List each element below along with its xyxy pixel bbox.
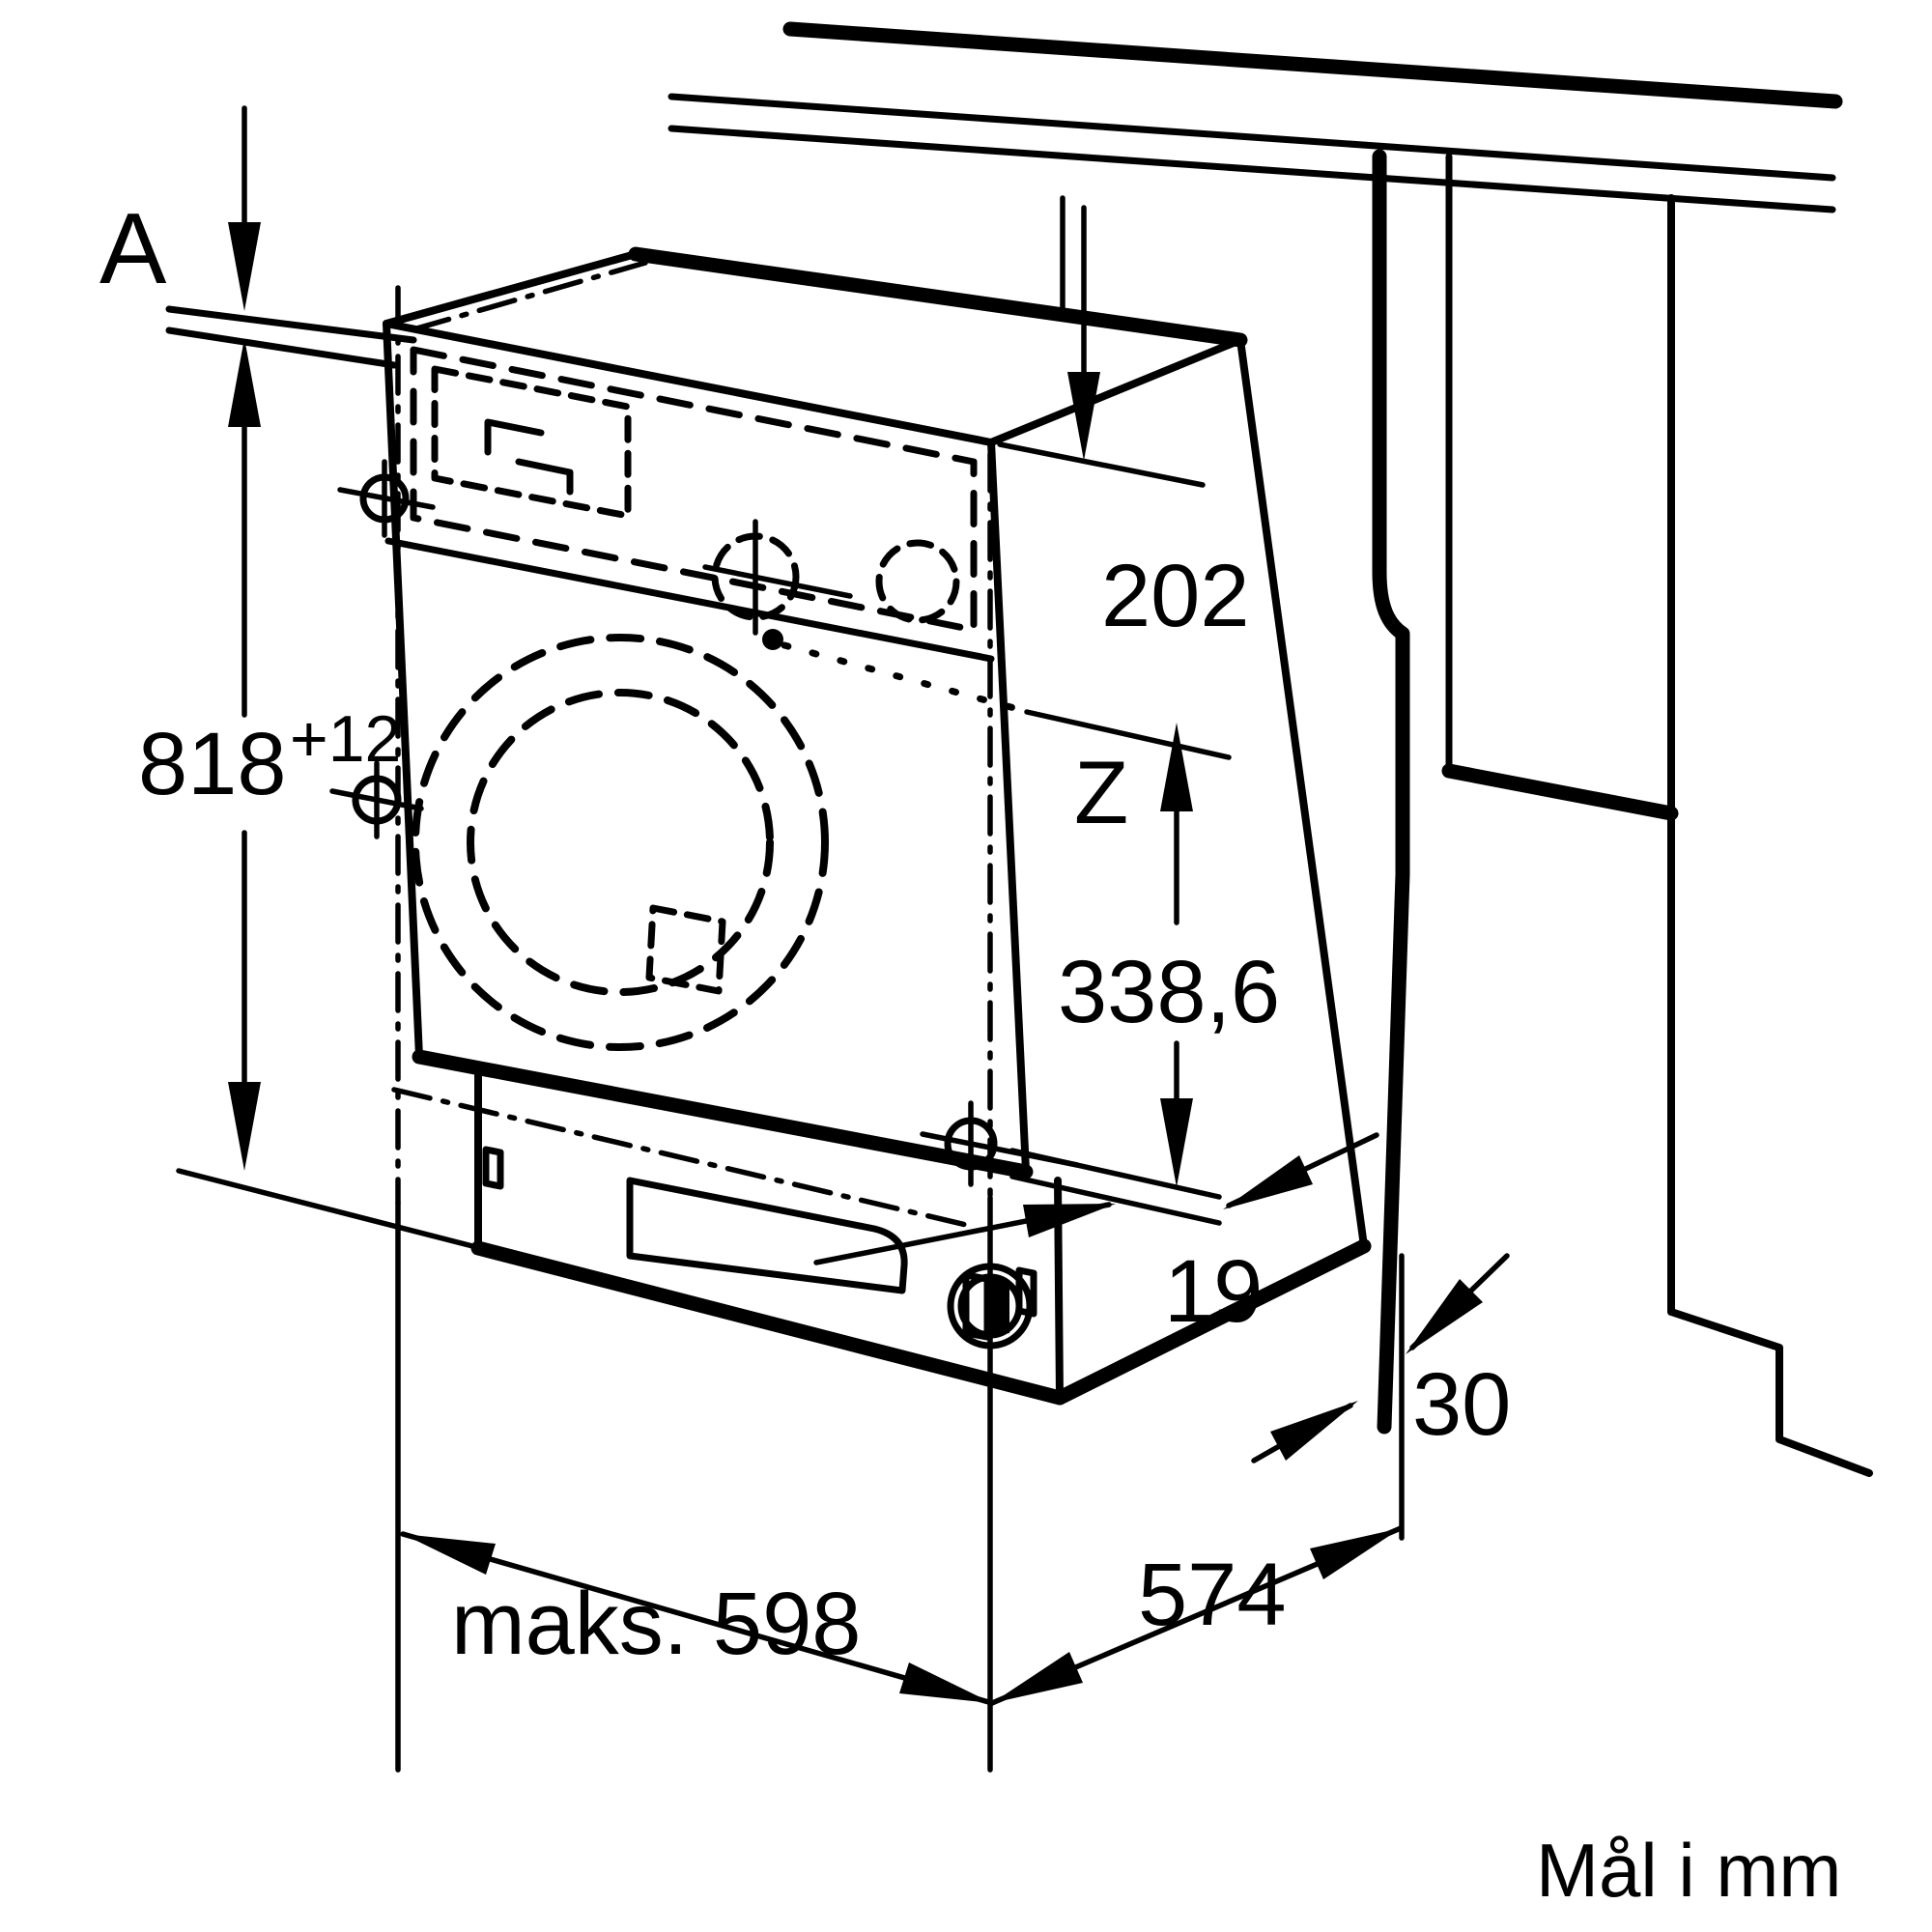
screw-cross-h [337, 487, 436, 510]
display-detail-1 [484, 418, 545, 456]
control-panel [384, 346, 995, 663]
hinge-arrowhead-down [1160, 1098, 1193, 1187]
dim-818: 818 [138, 715, 287, 813]
machine-top-rear-edge [628, 246, 1248, 348]
axis-lines [395, 195, 1405, 1773]
dim-19: 19 [1164, 1242, 1263, 1341]
niche-right-wall [1667, 194, 1873, 1477]
dimension-front-gap-19: 19 [813, 1132, 1379, 1341]
dim-maks-598: maks. 598 [451, 1575, 861, 1673]
gap-arrowhead-right [1223, 1155, 1313, 1209]
plinth-recess [626, 1177, 908, 1294]
furniture-door-panel [1372, 149, 1679, 1435]
right-wall-plinth-step [1667, 1308, 1873, 1477]
dim-818-tolerance: +12 [290, 702, 401, 776]
control-panel-outline [410, 346, 978, 634]
drain-pump-knob [947, 1263, 1037, 1350]
knob-slot-light [962, 1271, 991, 1341]
floor-reference-line [176, 1168, 525, 1262]
plinth-bottom-edge [470, 1240, 1067, 1406]
dimension-depth-574: 574 [989, 1525, 1404, 1706]
display-detail-2 [515, 458, 574, 496]
front-gap-slot [1015, 1266, 1037, 1318]
machine-side-bottom-edge [1052, 1238, 1372, 1406]
gap-arrowhead-left [1023, 1204, 1116, 1237]
rear-gap-arrowhead-upper [1406, 1279, 1483, 1354]
drum-door-outer-circle [412, 634, 829, 1051]
height-arrowhead-down [228, 1082, 261, 1171]
hinge-pivot-dot [762, 629, 783, 650]
dim-30: 30 [1412, 1355, 1511, 1454]
hinge-reference-line [1024, 709, 1232, 760]
machine-front-left-edge [383, 320, 423, 1061]
worktop-underside-line-2 [668, 125, 1836, 213]
units-note: Mål i mm [1536, 1828, 1841, 1913]
a-plane-line-upper [165, 305, 417, 344]
drum-door-inner-circle [467, 689, 774, 996]
hinge-marker-top [702, 519, 1018, 712]
top-edge-reference-line [997, 441, 1206, 488]
machine-front-right-edge [987, 439, 1030, 1175]
clearance-arrowhead-down [1067, 372, 1100, 461]
gap-line-upper [1009, 1148, 1222, 1200]
depth-arrowhead-left [992, 1652, 1083, 1703]
mounting-markers [329, 459, 1080, 1187]
worktop-underside-line-1 [668, 93, 1836, 182]
door-front-edge [1372, 149, 1410, 1435]
dimension-a: A [99, 105, 417, 369]
machine-top-face-axis [411, 260, 648, 332]
machine-front-bottom-edge [412, 1049, 1034, 1179]
depth-arrowhead-right [1310, 1528, 1401, 1579]
panel-bottom-line [384, 537, 995, 663]
dimension-top-clearance-202: 202 [997, 205, 1250, 645]
rear-gap-arrowhead-lower [1270, 1401, 1358, 1461]
label-z: Z [1074, 744, 1128, 842]
screw-marker-top-left [337, 459, 436, 538]
dim-574: 574 [1138, 1546, 1287, 1644]
machine-body [383, 246, 1372, 1406]
dimension-hinge-338: Z 338,6 [1024, 709, 1280, 1187]
width-dimension-line [400, 1531, 995, 1706]
screw-cross-h [329, 788, 424, 811]
machine-rear-right-edge [1236, 336, 1368, 1250]
width-arrowhead-right [899, 1662, 992, 1703]
knob-outer-circle [947, 1263, 1034, 1350]
worktop-top-edge [782, 21, 1843, 109]
height-arrowhead-up [228, 338, 261, 427]
plinth-front-plane-axis [391, 1087, 969, 1228]
worktop [668, 21, 1843, 213]
display-window-outline [431, 365, 632, 520]
dimension-height-818: 818 +12 [138, 338, 525, 1262]
hinge-arrowhead-up [1160, 723, 1193, 811]
dimension-width-598: maks. 598 [400, 1531, 995, 1706]
dim-label-a: A [99, 193, 167, 305]
width-arrowhead-left [403, 1534, 496, 1575]
drum-door [412, 634, 829, 1051]
knob-slot-dark [987, 1279, 1009, 1337]
plinth-slot [482, 1146, 504, 1190]
a-plane-line-lower [165, 327, 398, 369]
drum-handle-outline [645, 904, 726, 995]
dimension-rear-gap-30: 30 [1251, 1253, 1511, 1463]
program-knob-outline [875, 539, 960, 624]
dim-338-6: 338,6 [1058, 943, 1280, 1041]
hinge-dotted-leader [781, 641, 1018, 712]
dim-202: 202 [1101, 547, 1250, 645]
gap-line-lower [1009, 1174, 1222, 1226]
hinge-cross-h [702, 564, 853, 599]
door-bottom-diagonal [1441, 763, 1679, 821]
a-arrowhead-down [228, 222, 261, 311]
